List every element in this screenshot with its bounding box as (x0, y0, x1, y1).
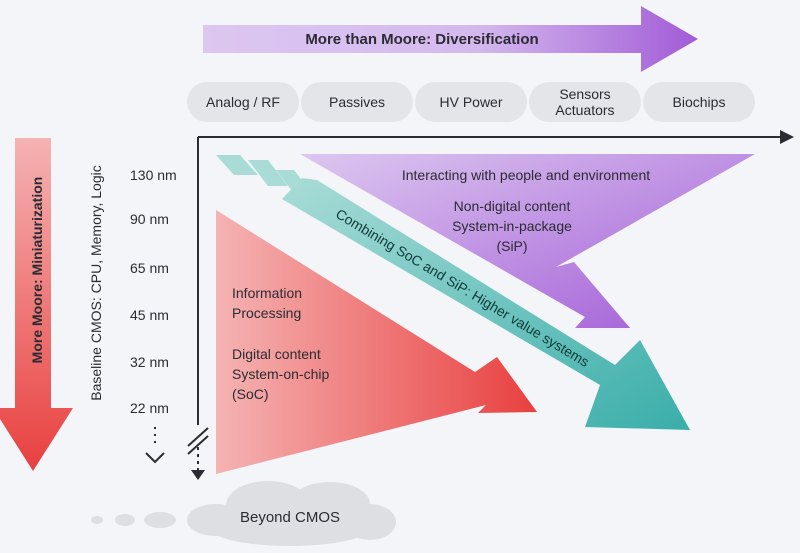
soc-description-line: (SoC) (232, 386, 269, 402)
category-pill (529, 82, 641, 122)
technology-node-labels: 130 nm 90 nm 65 nm 45 nm 32 nm 22 nm (130, 167, 177, 416)
beyond-cmos-label: Beyond CMOS (240, 509, 340, 526)
soc-arrow (216, 210, 537, 474)
axis-break (187, 427, 209, 455)
combined-arrow (282, 178, 690, 430)
sip-description-line: (SiP) (496, 238, 527, 254)
category-pill (415, 82, 527, 122)
category-label: HV Power (439, 94, 502, 110)
baseline-cmos-label: Baseline CMOS: CPU, Memory, Logic (88, 165, 104, 400)
sip-description-line: System-in-package (452, 218, 572, 234)
axis-vertical-arrowhead (191, 470, 205, 480)
combined-arrow-stripe-1 (216, 155, 258, 175)
miniaturization-arrow (0, 138, 73, 471)
category-pill (643, 82, 755, 122)
category-label: Analog / RF (206, 94, 280, 110)
node-label: 32 nm (130, 354, 169, 370)
sip-description-line: Non-digital content (454, 198, 571, 214)
category-pills: Analog / RF Passives HV Power SensorsActuat… (187, 82, 755, 122)
soc-description-line: System-on-chip (232, 366, 329, 382)
miniaturization-label: More Moore: Miniaturization (29, 177, 45, 364)
diversification-label: More than Moore: Diversification (305, 31, 538, 48)
category-pill (187, 82, 299, 122)
category-label: Sensors (559, 86, 610, 102)
axis-horizontal-arrowhead (780, 130, 794, 144)
sip-title: Interacting with people and environment (402, 167, 650, 183)
soc-title-line: Processing (232, 305, 301, 321)
node-label: 22 nm (130, 400, 169, 416)
category-label: Actuators (555, 102, 614, 118)
diversification-arrow (203, 6, 698, 72)
node-label: 90 nm (130, 211, 169, 227)
category-pill (301, 82, 413, 122)
category-label: Passives (329, 94, 385, 110)
node-label: 130 nm (130, 167, 177, 183)
sip-arrow (300, 154, 755, 328)
combined-arrow-stripe-2 (248, 160, 288, 186)
soc-title-line: Information (232, 285, 302, 301)
category-label: Biochips (673, 94, 726, 110)
soc-description-line: Digital content (232, 346, 321, 362)
node-label: 65 nm (130, 260, 169, 276)
node-label: 45 nm (130, 307, 169, 323)
ellipsis-chevron (145, 452, 165, 464)
beyond-cmos-cloud (91, 481, 396, 546)
